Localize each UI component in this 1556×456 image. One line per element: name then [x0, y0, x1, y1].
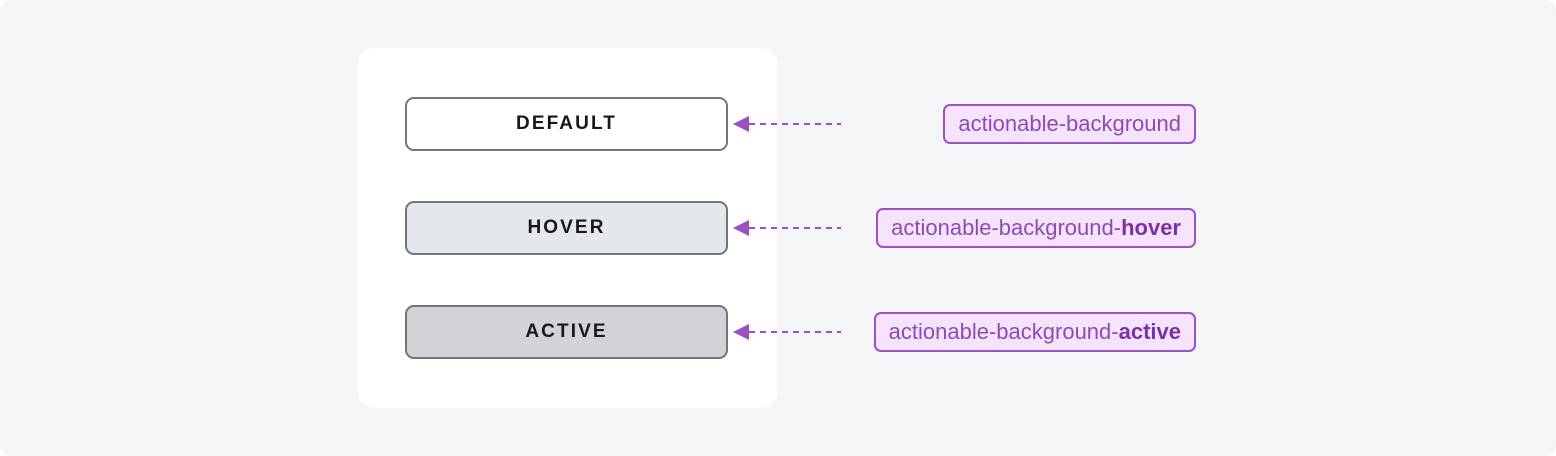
token-prefix: actionable-background- [888, 319, 1119, 344]
token-label-active: actionable-background-active [873, 312, 1196, 352]
token-label-hover: actionable-background-hover [876, 208, 1196, 248]
arrowhead-icon [733, 116, 749, 132]
arrowhead-icon [733, 220, 749, 236]
token-suffix: hover [1121, 215, 1181, 240]
token-prefix: actionable-background- [891, 215, 1122, 240]
token-suffix: active [1118, 319, 1181, 344]
token-label-default: actionable-background [943, 104, 1196, 144]
state-button-default[interactable]: DEFAULT [405, 97, 728, 151]
connector-arrow-hover-graphic [733, 220, 841, 236]
token-prefix: actionable-background [958, 111, 1181, 136]
connector-arrow-active-graphic [733, 324, 841, 340]
connector-arrow-hover [731, 218, 841, 238]
state-button-active[interactable]: ACTIVE [405, 305, 728, 359]
state-button-hover[interactable]: HOVER [405, 201, 728, 255]
arrowhead-icon [733, 324, 749, 340]
connector-arrow-active [731, 322, 841, 342]
connector-arrow-default [731, 114, 841, 134]
connector-arrow-default-graphic [733, 116, 841, 132]
